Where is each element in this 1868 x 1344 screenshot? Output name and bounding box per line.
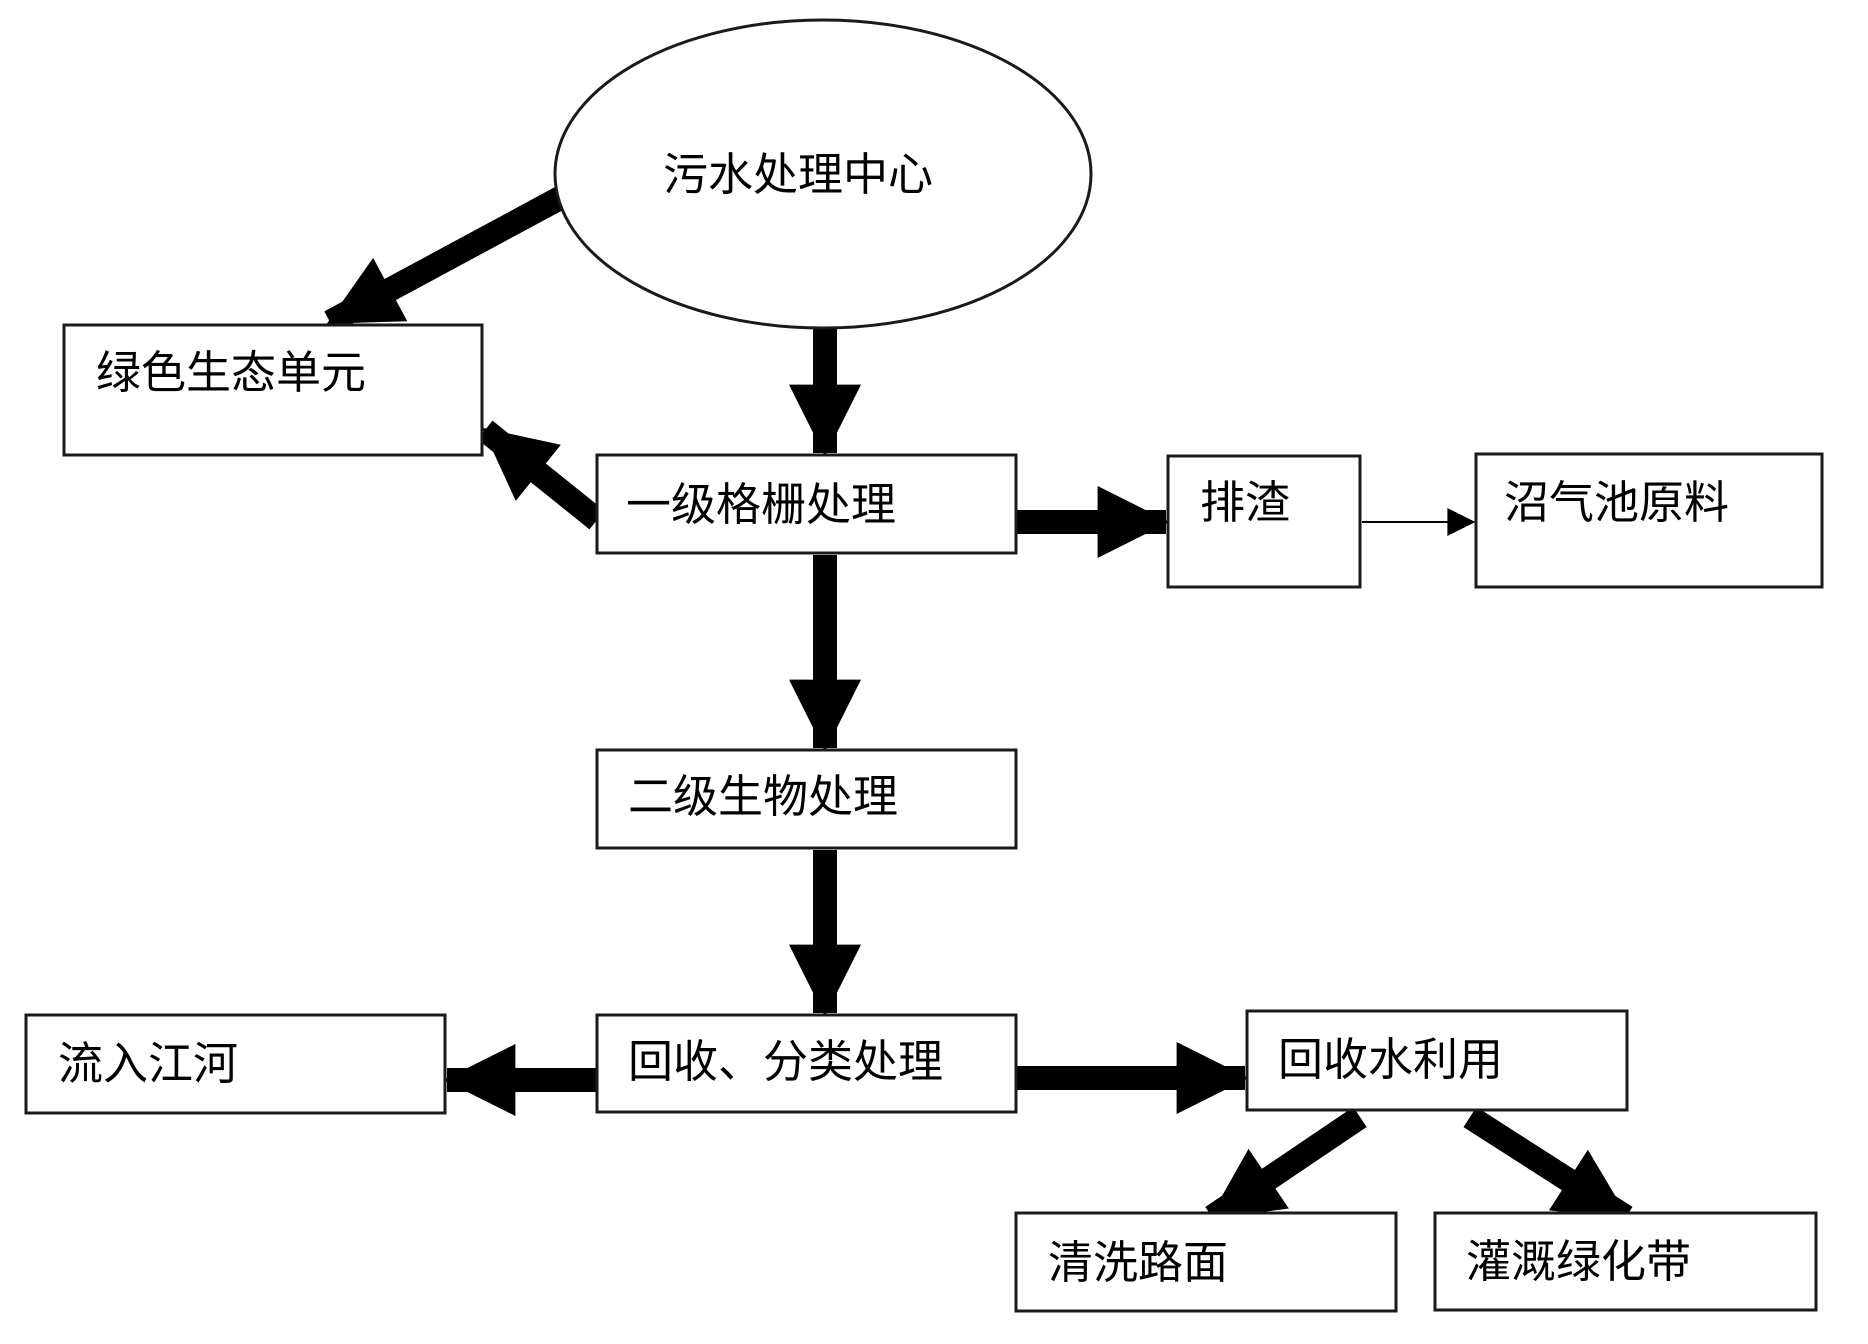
biogas-material-label: 沼气池原料 (1504, 476, 1729, 529)
node-primary-screen: 一级格栅处理 (595, 453, 1018, 555)
node-flow-river: 流入江河 (24, 1013, 447, 1115)
node-center: 污水处理中心 (553, 18, 1093, 330)
recycle-classify-box (595, 1013, 1018, 1114)
node-biogas-material: 沼气池原料 (1474, 452, 1824, 589)
green-unit-label: 绿色生态单元 (96, 346, 366, 399)
node-green-unit: 绿色生态单元 (62, 323, 484, 457)
node-water-reuse: 回收水利用 (1245, 1009, 1629, 1112)
discharge-slag-box (1166, 454, 1362, 589)
arrow-water-reuse-to-irrigate-green (1463, 1106, 1633, 1228)
clean-road-label: 清洗路面 (1048, 1236, 1228, 1289)
arrows (324, 187, 1633, 1228)
center-ellipse (553, 18, 1093, 330)
discharge-slag-label: 排渣 (1200, 476, 1290, 529)
arrow-primary-screen-to-green-unit (477, 420, 605, 530)
arrow-center-to-green-unit (324, 187, 566, 333)
arrow-water-reuse-to-clean-road (1205, 1107, 1367, 1227)
node-irrigate-green: 灌溉绿化带 (1433, 1211, 1818, 1312)
biogas-material-box (1474, 452, 1824, 589)
primary-screen-label: 一级格栅处理 (626, 478, 896, 531)
node-secondary-bio: 二级生物处理 (595, 748, 1018, 850)
node-discharge-slag: 排渣 (1166, 454, 1362, 589)
green-unit-box (62, 323, 484, 457)
node-clean-road: 清洗路面 (1014, 1211, 1398, 1313)
secondary-bio-box (595, 748, 1018, 850)
clean-road-box (1014, 1211, 1398, 1313)
primary-screen-box (595, 453, 1018, 555)
flow-river-box (24, 1013, 447, 1115)
node-recycle-classify: 回收、分类处理 (595, 1013, 1018, 1114)
irrigate-green-box (1433, 1211, 1818, 1312)
water-reuse-label: 回收水利用 (1278, 1033, 1503, 1086)
water-reuse-box (1245, 1009, 1629, 1112)
center-label: 污水处理中心 (663, 148, 933, 201)
flow-river-label: 流入江河 (58, 1037, 238, 1090)
recycle-classify-label: 回收、分类处理 (628, 1035, 943, 1088)
secondary-bio-label: 二级生物处理 (628, 770, 898, 823)
irrigate-green-label: 灌溉绿化带 (1466, 1235, 1691, 1288)
